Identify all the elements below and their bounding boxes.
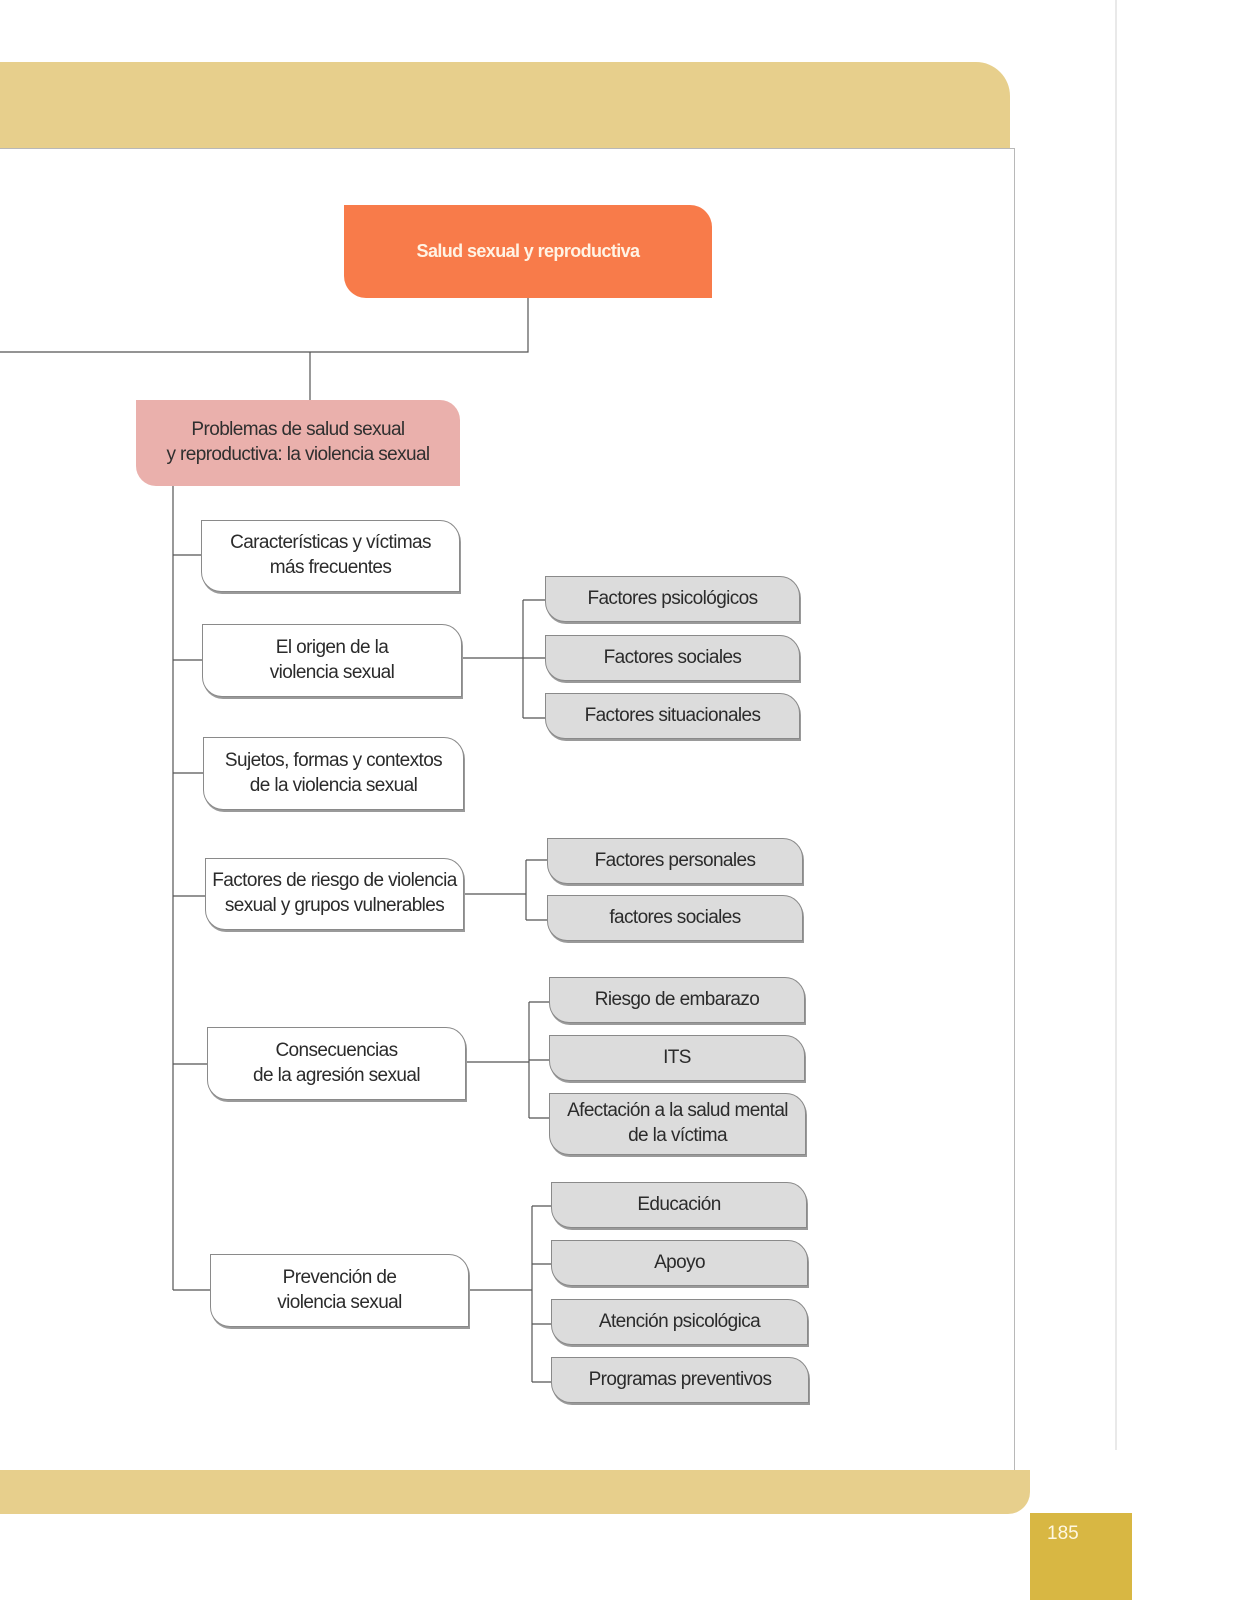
topic-node-prevencion: Prevención de violencia sexual xyxy=(210,1254,469,1327)
content-panel xyxy=(0,148,1015,1473)
leaf-programas-preventivos: Programas preventivos xyxy=(551,1357,809,1403)
leaf-factores-personales: Factores personales xyxy=(547,838,803,884)
leaf-atencion-psicologica: Atención psicológica xyxy=(551,1299,808,1345)
leaf-factores-sociales: Factores sociales xyxy=(545,635,800,681)
leaf-apoyo: Apoyo xyxy=(551,1240,808,1286)
leaf-factores-situacionales: Factores situacionales xyxy=(545,693,800,739)
leaf-its: ITS xyxy=(549,1035,805,1081)
leaf-afectacion-salud-mental: Afectación a la salud mental de la vícti… xyxy=(549,1093,806,1155)
connector-group-5 xyxy=(466,1001,549,1119)
leaf-riesgo-embarazo: Riesgo de embarazo xyxy=(549,977,805,1023)
topic-node-sujetos: Sujetos, formas y contextos de la violen… xyxy=(203,737,464,810)
leaf-educacion: Educación xyxy=(551,1182,807,1228)
page-number: 185 xyxy=(1030,1513,1132,1600)
connector-group-4 xyxy=(464,859,547,921)
main-topic-node: Problemas de salud sexual y reproductiva… xyxy=(136,400,460,486)
page-edge xyxy=(1115,0,1117,1450)
header-band xyxy=(0,62,1010,162)
topic-node-caracteristicas: Características y víctimas más frecuente… xyxy=(201,520,460,592)
leaf-factores-psicologicos: Factores psicológicos xyxy=(545,576,800,622)
topic-node-origen: El origen de la violencia sexual xyxy=(202,624,462,697)
connector-root xyxy=(0,298,529,400)
footer-band xyxy=(0,1470,1030,1514)
connector-group-2 xyxy=(460,599,545,719)
topic-node-factores-riesgo: Factores de riesgo de violencia sexual y… xyxy=(205,858,464,930)
connector-group-6 xyxy=(469,1205,551,1383)
root-node: Salud sexual y reproductiva xyxy=(344,205,712,298)
leaf-factores-sociales-2: factores sociales xyxy=(547,895,803,941)
topic-node-consecuencias: Consecuencias de la agresión sexual xyxy=(207,1027,466,1100)
